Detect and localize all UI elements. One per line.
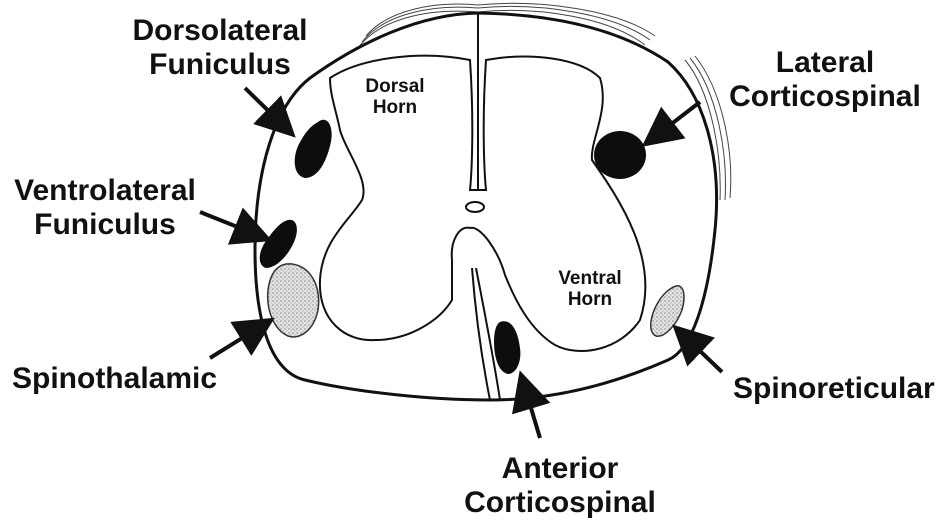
label-dorsal-horn: Dorsal Horn [350, 76, 440, 119]
label-ventrolateral-funiculus-line1: Ventrolateral [0, 174, 210, 208]
label-dorsolateral-funiculus-line1: Dorsolateral [120, 14, 320, 48]
label-lateral-corticospinal: Lateral Corticospinal [725, 46, 925, 113]
central-canal [466, 202, 484, 212]
label-anterior-corticospinal-line2: Corticospinal [460, 486, 660, 520]
label-anterior-corticospinal: Anterior Corticospinal [460, 452, 660, 519]
arrow-spinoreticular [678, 330, 722, 372]
label-ventral-horn-line2: Horn [545, 289, 635, 310]
label-lateral-corticospinal-line2: Corticospinal [725, 80, 925, 114]
label-spinoreticular: Spinoreticular [733, 372, 935, 406]
label-ventrolateral-funiculus: Ventrolateral Funiculus [0, 174, 210, 241]
spinothalamic-tract [268, 264, 319, 337]
label-dorsal-horn-line2: Horn [350, 97, 440, 118]
label-ventrolateral-funiculus-line2: Funiculus [0, 208, 210, 242]
label-ventral-horn: Ventral Horn [545, 268, 635, 311]
label-anterior-corticospinal-line1: Anterior [460, 452, 660, 486]
label-dorsolateral-funiculus: Dorsolateral Funiculus [120, 14, 320, 81]
label-dorsal-horn-line1: Dorsal [350, 76, 440, 97]
lateral-corticospinal-tract [594, 131, 646, 179]
arrow-spinothalamic [210, 322, 268, 358]
label-ventral-horn-line1: Ventral [545, 268, 635, 289]
label-dorsolateral-funiculus-line2: Funiculus [120, 48, 320, 82]
label-lateral-corticospinal-line1: Lateral [725, 46, 925, 80]
label-spinothalamic: Spinothalamic [12, 362, 217, 396]
